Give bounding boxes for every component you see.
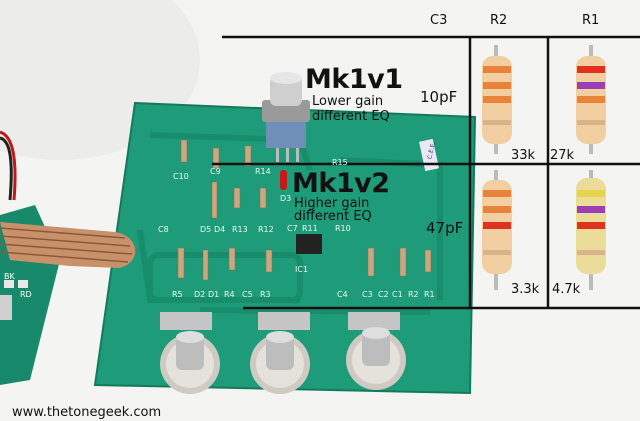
mk1v1-r2-value: 33k — [511, 148, 536, 163]
resistor-r2-mk1v2 — [482, 170, 512, 290]
label-r3: R3 — [260, 290, 271, 299]
label-c1: C1 — [392, 290, 403, 299]
label-c9: C9 — [210, 167, 221, 176]
label-stamp: C.E.E. — [426, 141, 437, 160]
header-r1: R1 — [582, 13, 600, 28]
label-r13: R13 — [232, 225, 248, 234]
mk1v1-title: Mk1v1 — [305, 64, 403, 95]
label-c4: C4 — [337, 290, 348, 299]
header-c3: C3 — [430, 13, 448, 28]
label-d1: D1 — [208, 290, 220, 299]
ribbon-cable — [0, 222, 136, 268]
pots — [160, 312, 406, 394]
mk1v1-line2: different EQ — [312, 109, 390, 124]
mk1v2-title: Mk1v2 — [292, 168, 390, 199]
label-r11: R11 — [302, 224, 318, 233]
mk1v2-line1: Higher gain — [294, 196, 370, 211]
label-r4: R4 — [224, 290, 235, 299]
label-c2: C2 — [378, 290, 389, 299]
label-d2: D2 — [194, 290, 206, 299]
ic1-chip — [296, 234, 322, 254]
label-r5: R5 — [172, 290, 183, 299]
label-d3: D3 — [280, 194, 292, 203]
label-d4: D4 — [214, 225, 226, 234]
resistor-r2-mk1v1 — [482, 45, 512, 154]
label-c10: C10 — [173, 172, 189, 181]
comparison-table-lines — [212, 35, 640, 310]
label-c8: C8 — [158, 225, 169, 234]
label-rd: RD — [20, 290, 32, 299]
mk1v2-line2: different EQ — [294, 209, 372, 224]
resistor-r1-mk1v2 — [576, 170, 606, 290]
label-r14: R14 — [255, 167, 271, 176]
label-c3: C3 — [362, 290, 373, 299]
label-r1: R1 — [424, 290, 435, 299]
label-c7: C7 — [287, 224, 298, 233]
website-url: www.thetonegeek.com — [12, 405, 162, 420]
header-r2: R2 — [490, 13, 508, 28]
label-r2: R2 — [408, 290, 419, 299]
resistor-r1-mk1v1 — [576, 45, 606, 154]
mk1v1-line1: Lower gain — [312, 94, 384, 109]
led — [280, 170, 287, 190]
label-r12: R12 — [258, 225, 274, 234]
label-r15: R15 — [332, 158, 348, 167]
label-bk: BK — [4, 272, 15, 281]
mk1v1-r1-value: 27k — [550, 148, 575, 163]
label-d5: D5 — [200, 225, 212, 234]
label-ic1: IC1 — [295, 265, 309, 274]
label-r10: R10 — [335, 224, 351, 233]
mk1v2-r2-value: 3.3k — [511, 282, 540, 297]
footswitch — [262, 72, 310, 162]
label-c5: C5 — [242, 290, 253, 299]
mk1v2-r1-value: 4.7k — [552, 282, 581, 297]
mk1v1-c3-value: 10pF — [420, 88, 458, 106]
mk1v2-c3-value: 47pF — [426, 219, 464, 237]
